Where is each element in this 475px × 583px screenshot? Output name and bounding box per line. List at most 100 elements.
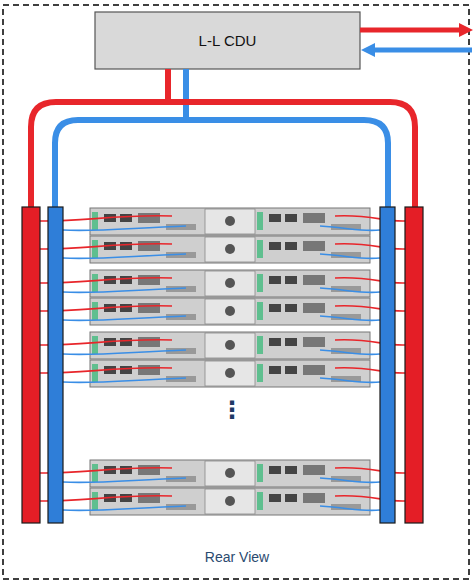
server-detail xyxy=(205,271,255,296)
server-detail xyxy=(92,212,98,230)
server-detail xyxy=(138,241,160,251)
server-detail xyxy=(257,302,263,320)
server-detail xyxy=(92,364,98,382)
manifolds xyxy=(22,207,423,523)
server-detail xyxy=(269,242,281,250)
hose xyxy=(63,478,186,483)
server-detail xyxy=(269,276,281,284)
server-detail xyxy=(138,493,160,503)
server-detail xyxy=(303,365,325,375)
server-detail xyxy=(225,468,235,478)
server-detail xyxy=(205,361,255,386)
server-detail xyxy=(225,496,235,506)
hose xyxy=(320,254,380,259)
server-detail xyxy=(257,274,263,292)
view-caption: Rear View xyxy=(205,549,269,565)
hose xyxy=(320,226,380,231)
server-detail xyxy=(138,337,160,347)
hose xyxy=(63,316,186,321)
server-detail xyxy=(285,494,297,502)
server-detail xyxy=(285,304,297,312)
server-chassis xyxy=(90,360,370,387)
server-detail xyxy=(120,466,132,474)
server-hoses xyxy=(40,216,405,511)
server-detail xyxy=(269,366,281,374)
server-detail xyxy=(303,465,325,475)
server-detail xyxy=(285,366,297,374)
node-label: L-L CDU xyxy=(199,32,257,49)
server-detail xyxy=(92,464,98,482)
server-detail xyxy=(120,242,132,250)
server-detail xyxy=(303,337,325,347)
server-detail xyxy=(269,338,281,346)
hose xyxy=(63,226,186,231)
hose xyxy=(63,288,186,293)
server-detail xyxy=(92,336,98,354)
server-detail xyxy=(120,276,132,284)
hose xyxy=(320,506,380,511)
server-chassis xyxy=(90,332,370,359)
server-detail xyxy=(225,278,235,288)
server-detail xyxy=(225,216,235,226)
server-detail xyxy=(92,240,98,258)
server-detail xyxy=(138,303,160,313)
server-detail xyxy=(120,494,132,502)
server-detail xyxy=(120,338,132,346)
server-detail xyxy=(225,244,235,254)
cdu-housing xyxy=(95,12,360,69)
hose xyxy=(63,350,186,355)
server-chassis xyxy=(90,236,370,263)
server-detail xyxy=(205,333,255,358)
hose xyxy=(320,378,380,383)
server-detail xyxy=(205,299,255,324)
server-detail xyxy=(303,303,325,313)
hose xyxy=(63,254,186,259)
server-detail xyxy=(269,494,281,502)
server-detail xyxy=(303,275,325,285)
server-detail xyxy=(92,302,98,320)
hose xyxy=(320,350,380,355)
cdu-box: L-L CDU xyxy=(95,12,360,69)
server-detail xyxy=(303,493,325,503)
server-detail xyxy=(225,368,235,378)
server-detail xyxy=(285,338,297,346)
server-detail xyxy=(120,304,132,312)
server-detail xyxy=(120,366,132,374)
server-detail xyxy=(138,465,160,475)
server-detail xyxy=(285,466,297,474)
server-detail xyxy=(257,336,263,354)
rack-boundary xyxy=(3,5,469,579)
server-detail xyxy=(269,466,281,474)
hose xyxy=(320,478,380,483)
server-detail xyxy=(138,213,160,223)
continuation-dots: ⋮ xyxy=(220,396,244,424)
server-detail xyxy=(257,212,263,230)
server-chassis xyxy=(90,460,370,487)
server-detail xyxy=(225,340,235,350)
server-chassis xyxy=(90,488,370,515)
server-detail xyxy=(205,209,255,234)
server-detail xyxy=(257,492,263,510)
server-detail xyxy=(269,304,281,312)
hose xyxy=(320,288,380,293)
server-detail xyxy=(205,489,255,514)
server-detail xyxy=(257,464,263,482)
facility-loop xyxy=(360,23,473,57)
server-detail xyxy=(138,275,160,285)
server-detail xyxy=(285,242,297,250)
server-detail xyxy=(205,237,255,262)
server-detail xyxy=(285,276,297,284)
server-detail xyxy=(257,240,263,258)
supply-return-pipes xyxy=(31,69,415,207)
server-detail xyxy=(285,214,297,222)
server-detail xyxy=(225,306,235,316)
server-detail xyxy=(138,365,160,375)
server-detail xyxy=(205,461,255,486)
hose xyxy=(320,316,380,321)
server-detail xyxy=(303,241,325,251)
server-detail xyxy=(120,214,132,222)
server-detail xyxy=(92,492,98,510)
hose xyxy=(63,378,186,383)
server-detail xyxy=(92,274,98,292)
